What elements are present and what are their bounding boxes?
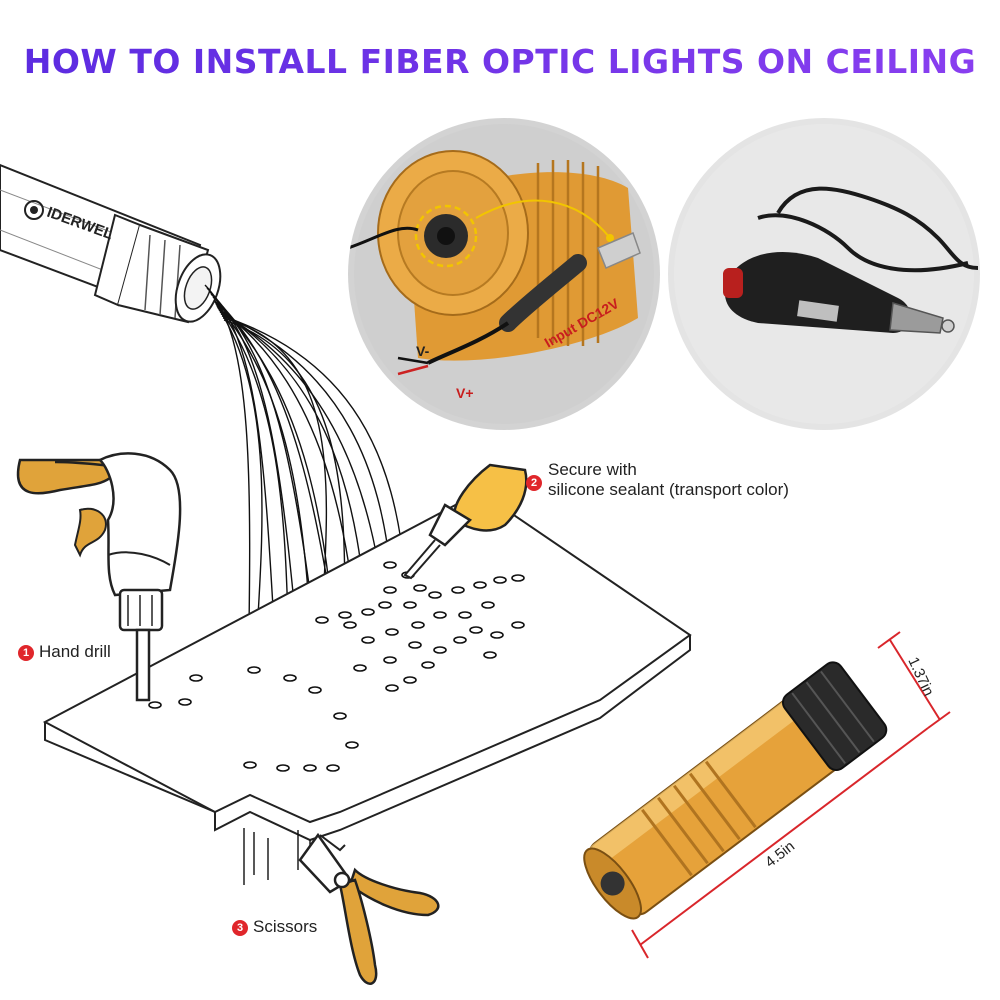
glue-bottle-icon (403, 463, 528, 580)
step-3-text: Scissors (253, 917, 318, 936)
car-lighter-plug-icon (723, 186, 979, 334)
step-1-text: Hand drill (39, 642, 111, 661)
step-3-badge: 3 (232, 920, 248, 936)
length-label: 4.5in (762, 838, 798, 871)
diameter-label: 1.37in (904, 655, 937, 699)
connector-photo: Input DC12V V- V+ (348, 118, 660, 430)
v-minus-label: V- (416, 343, 430, 359)
page-title: HOW TO INSTALL FIBER OPTIC LIGHTS ON CEI… (0, 42, 1000, 81)
step-2-label: 2 Secure with silicone sealant (transpor… (526, 460, 789, 500)
car-lighter-plug-photo (668, 118, 980, 430)
light-engine-icon: IDERWEL (0, 163, 222, 324)
step-2-text-line2: silicone sealant (transport color) (548, 480, 789, 499)
step-1-badge: 1 (18, 645, 34, 661)
light-engine-photo: 1.37in 4.5in (583, 631, 951, 959)
step-2-badge: 2 (526, 475, 542, 491)
step-1-label: 1 Hand drill (18, 642, 111, 662)
hand-drill-icon (16, 452, 182, 702)
step-2-text-line1: Secure with (548, 460, 637, 479)
scissors-icon (298, 832, 440, 985)
v-plus-label: V+ (456, 385, 474, 401)
ceiling-board (42, 490, 692, 885)
step-3-label: 3 Scissors (232, 917, 317, 937)
